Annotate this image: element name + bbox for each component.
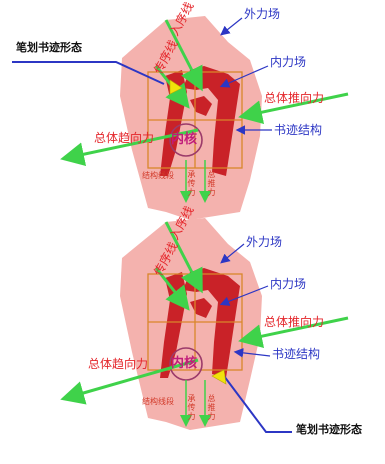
panel-bottom-core-label: 内核 (171, 357, 197, 370)
panel-bottom-approach-force-label: 总体趋向力 (88, 358, 148, 370)
panel-bottom-external-force-label: 外力场 (246, 236, 282, 248)
panel-bottom-stroke-form-label: 笔划书迹形态 (296, 424, 362, 435)
panel-top-external-force-label: 外力场 (244, 8, 280, 20)
panel-top-push-force-label: 总体推向力 (264, 92, 324, 104)
panel-bottom-structure-line-label: 结构线段 (142, 398, 174, 406)
panel-bottom-script-structure-label: 书迹结构 (272, 348, 320, 360)
panel-top-structure-line-label: 结构线段 (142, 172, 174, 180)
panel-top-bearing-force-label: 承传力 (187, 170, 195, 197)
panel-top-internal-force-label: 内力场 (270, 56, 306, 68)
panel-top-yield-force-label: 总推力 (207, 170, 215, 197)
panel-top-stroke-form-label: 笔划书迹形态 (16, 42, 82, 53)
panel-bottom-yield-force-label: 总推力 (207, 394, 215, 421)
panel-top-script-structure-label: 书迹结构 (274, 124, 322, 136)
panel-bottom-internal-force-label: 内力场 (270, 278, 306, 290)
panel-top-approach-force-label: 总体趋向力 (94, 132, 154, 144)
panel-bottom-bearing-force-label: 承传力 (187, 394, 195, 421)
panel-bottom-push-force-label: 总体推向力 (264, 316, 324, 328)
panel-top-core-label: 内核 (171, 133, 197, 146)
panel-top-external-pointer (222, 18, 242, 34)
